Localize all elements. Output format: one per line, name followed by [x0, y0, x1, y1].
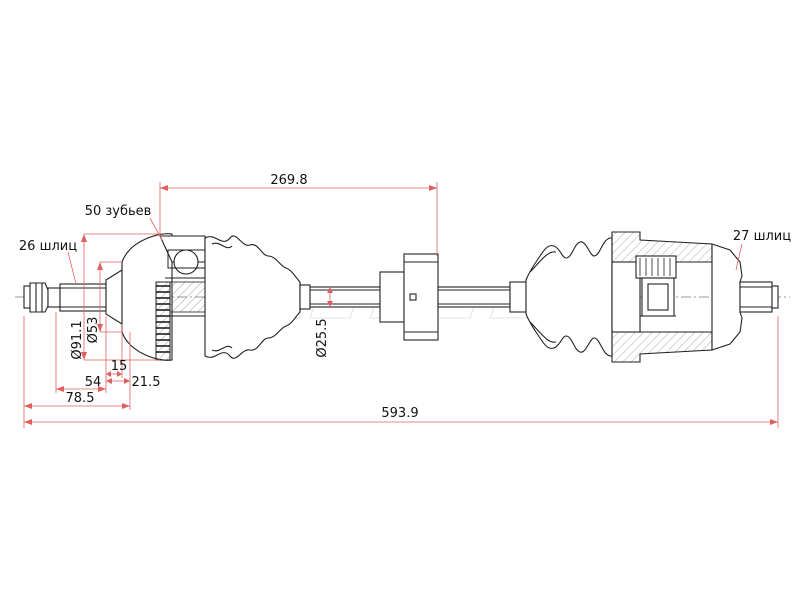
dim-78-5: 78.5: [66, 391, 95, 406]
label-27-splines: 27 шлиц: [733, 229, 791, 244]
label-26-splines: 26 шлиц: [19, 239, 77, 254]
boot-clamp-right: [509, 281, 527, 313]
dim-dia-53: Ø53: [86, 317, 101, 344]
nut-body: [29, 282, 49, 313]
dim-54: 54: [85, 375, 102, 390]
abs-ring: [155, 281, 171, 361]
boot-clamp: [299, 284, 311, 310]
dim-dia-25: Ø25.5: [315, 318, 330, 357]
label-50-teeth: 50 зубьев: [85, 204, 152, 219]
dynamic-damper: [403, 253, 439, 341]
damper-hub: [379, 271, 405, 323]
dim-21-5: 21.5: [132, 375, 161, 390]
main-shaft: [309, 253, 511, 341]
dim-15: 15: [111, 359, 128, 374]
bearing-seat: [105, 269, 123, 325]
bell-housing: [711, 243, 743, 351]
cv-ball: [173, 249, 199, 275]
outer-cv-joint: [23, 233, 211, 361]
spline-stub: [47, 287, 61, 308]
outer-boot: [204, 235, 311, 359]
dim-dia-91: Ø91.1: [70, 320, 85, 359]
dim-total-length: 593.9: [381, 406, 418, 421]
inner-boot: [509, 237, 613, 357]
inner-housing: [611, 231, 779, 363]
dimension-lines: [23, 182, 779, 428]
dim-shaft-length: 269.8: [270, 173, 307, 188]
